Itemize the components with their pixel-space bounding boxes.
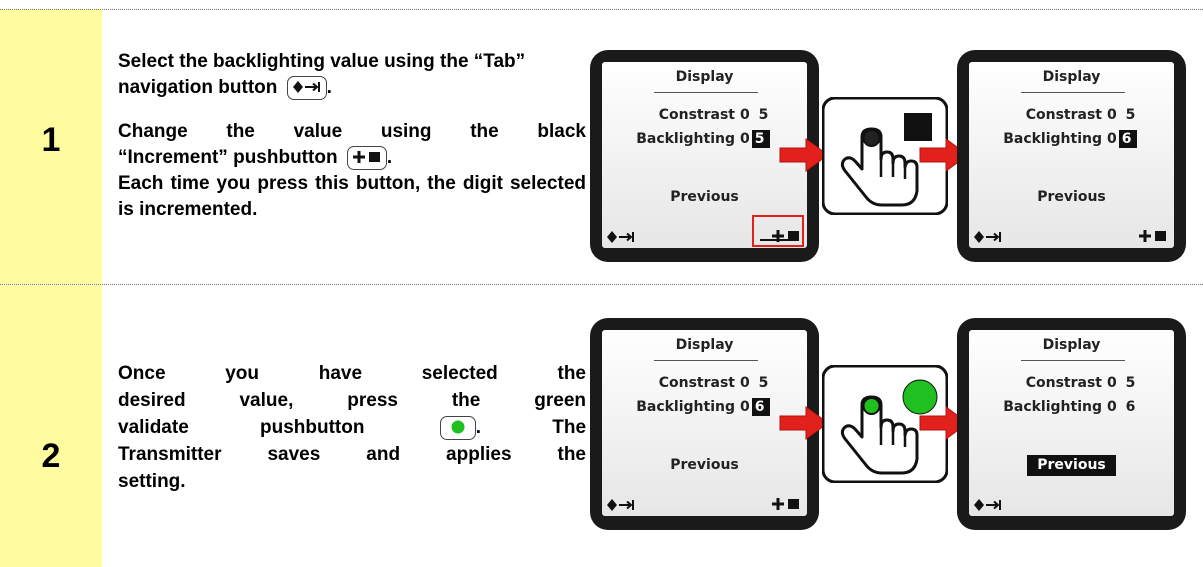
instruction-text: validate pushbutton . The: [118, 415, 587, 440]
tab-navigation-icon: [606, 498, 636, 512]
step-number: 2: [41, 437, 61, 475]
instruction-text: .: [386, 147, 393, 168]
backlighting-digit-selected: 5: [751, 130, 770, 148]
previous-option: Previous: [670, 189, 739, 205]
increment-pushbutton-icon: [346, 145, 387, 170]
title-underline: [1021, 92, 1125, 93]
step-2-instructions: Once you have selected the desired value…: [118, 360, 586, 495]
tab-navigation-icon: [973, 230, 1003, 244]
tab-navigation-icon: [286, 75, 327, 100]
screen-title: Display: [675, 69, 734, 85]
constrast-value: 0 5: [1107, 107, 1138, 123]
step-number-column: 1: [0, 9, 102, 284]
backlighting-digit: 0: [1107, 131, 1119, 147]
title-underline: [654, 92, 758, 93]
backlighting-label: Backlighting: [636, 399, 735, 415]
backlighting-value: 0 6: [1107, 399, 1138, 415]
increment-pushbutton-icon: [1138, 229, 1168, 243]
instruction-text: Select the backlighting value using the …: [118, 51, 526, 98]
backlighting-label: Backlighting: [1003, 399, 1102, 415]
step-number: 1: [41, 121, 61, 159]
step-number-column: 2: [0, 285, 102, 567]
row-divider: [0, 284, 1203, 285]
hand-press-icon: [822, 365, 948, 483]
instruction-text: desired value, press the green: [118, 390, 586, 411]
instruction-text: Once you have selected the: [118, 363, 586, 384]
row-divider: [0, 9, 1203, 10]
constrast-label: Constrast: [658, 107, 735, 123]
tab-navigation-icon: [973, 498, 1003, 512]
step-1-instructions: Select the backlighting value using the …: [118, 49, 586, 223]
constrast-value: 0 5: [740, 107, 771, 123]
instruction-text: Each time you press this button, the dig…: [118, 173, 586, 220]
constrast-label: Constrast: [658, 375, 735, 391]
instruction-text: setting.: [118, 471, 186, 492]
highlight-box: [752, 215, 804, 247]
title-underline: [1021, 360, 1125, 361]
backlighting-digit: 0: [740, 399, 752, 415]
instruction-text: “Increment” pushbutton: [118, 147, 338, 168]
constrast-value: 0 5: [1107, 375, 1138, 391]
increment-pushbutton-icon: [771, 497, 801, 511]
title-underline: [654, 360, 758, 361]
backlighting-digit-selected: 6: [751, 398, 770, 416]
backlighting-digit-selected: 6: [1118, 130, 1137, 148]
constrast-label: Constrast: [1025, 375, 1102, 391]
backlighting-label: Backlighting: [1003, 131, 1102, 147]
step-1-row: 1 Select the backlighting value using th…: [0, 9, 1203, 284]
constrast-value: 0 5: [740, 375, 771, 391]
device-screen: Display Constrast 0 5 Backlighting 0 6 P…: [969, 330, 1174, 516]
screen-title: Display: [1042, 337, 1101, 353]
tab-navigation-icon: [606, 230, 636, 244]
validate-pushbutton-icon: [439, 415, 476, 440]
instruction-text: .: [326, 77, 332, 98]
previous-option: Previous: [1037, 189, 1106, 205]
step-2-row: 2 Once you have selected the desired val…: [0, 285, 1203, 567]
instruction-text: Transmitter saves and applies the: [118, 444, 586, 465]
previous-option-selected: Previous: [969, 455, 1174, 476]
device-display-after: Display Constrast 0 5 Backlighting 0 6 P…: [957, 318, 1186, 530]
backlighting-label: Backlighting: [636, 131, 735, 147]
backlighting-digit: 0: [740, 131, 752, 147]
screen-title: Display: [675, 337, 734, 353]
previous-option: Previous: [670, 457, 739, 473]
screen-title: Display: [1042, 69, 1101, 85]
constrast-label: Constrast: [1025, 107, 1102, 123]
hand-press-icon: [822, 97, 948, 215]
instruction-text: Change the value using the black: [118, 121, 586, 142]
